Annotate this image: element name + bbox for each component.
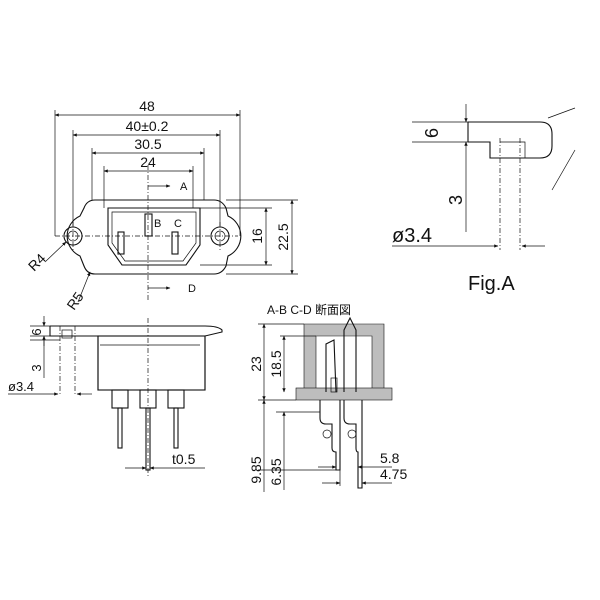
section-dim-tab: 4.75: [380, 466, 407, 482]
label-c: C: [174, 218, 182, 230]
side-view: t0.5 6 3 ø3.4: [8, 316, 223, 478]
dim-hole-spacing: 40±0.2: [126, 118, 169, 134]
dim-overall-width: 48: [139, 98, 155, 114]
dim-opening-width: 24: [140, 154, 156, 170]
dim-height-outer: 22.5: [275, 223, 291, 250]
dim-body-width: 30.5: [134, 136, 161, 152]
pin-left: [117, 231, 125, 255]
label-b: B: [154, 218, 161, 230]
side-dim-hole: ø3.4: [8, 379, 34, 394]
section-dim-terminal-long: 9.85: [248, 456, 264, 483]
fig-a-caption: Fig.A: [468, 273, 515, 295]
section-dim-pitch: 5.8: [380, 450, 400, 466]
fig-a-flange: [468, 121, 553, 159]
section-pin-left: [325, 339, 337, 393]
radius-small: R4: [25, 250, 49, 274]
side-dim-step: 3: [29, 364, 44, 371]
section-dim-total: 23: [248, 356, 264, 372]
fig-a-dim-step: 3: [446, 195, 466, 205]
section-view: A-B C-D 断面図 23 18.5 9.85 6.35 5.8: [248, 302, 407, 492]
fig-a-detail: 6 3 ø3.4 Fig.A: [392, 104, 576, 295]
section-dim-body: 18.5: [268, 350, 284, 377]
dim-terminal-thickness: t0.5: [172, 451, 196, 467]
side-terminal-right: [167, 389, 185, 409]
fig-a-dim-flange: 6: [422, 128, 442, 138]
radius-large: R5: [63, 289, 86, 313]
side-dim-flange: 6: [29, 328, 44, 335]
section-pin-right: [343, 316, 357, 392]
section-terminal-left: [319, 400, 341, 471]
section-dim-terminal-short: 6.35: [268, 458, 284, 485]
fig-a-dim-hole: ø3.4: [392, 225, 432, 247]
flange-outline: [66, 199, 242, 275]
side-body: [97, 335, 206, 391]
section-title: A-B C-D 断面図: [267, 302, 351, 317]
front-view: 48 40±0.2 30.5 24 A B C D 16 22.5 R4 R5: [25, 98, 298, 313]
label-a: A: [180, 181, 188, 193]
pin-right: [171, 231, 179, 255]
dim-height-inner: 16: [249, 228, 265, 244]
label-d: D: [188, 283, 196, 295]
section-terminal-right: [343, 400, 363, 489]
pin-center: [144, 213, 153, 237]
side-terminal-left: [111, 389, 129, 409]
